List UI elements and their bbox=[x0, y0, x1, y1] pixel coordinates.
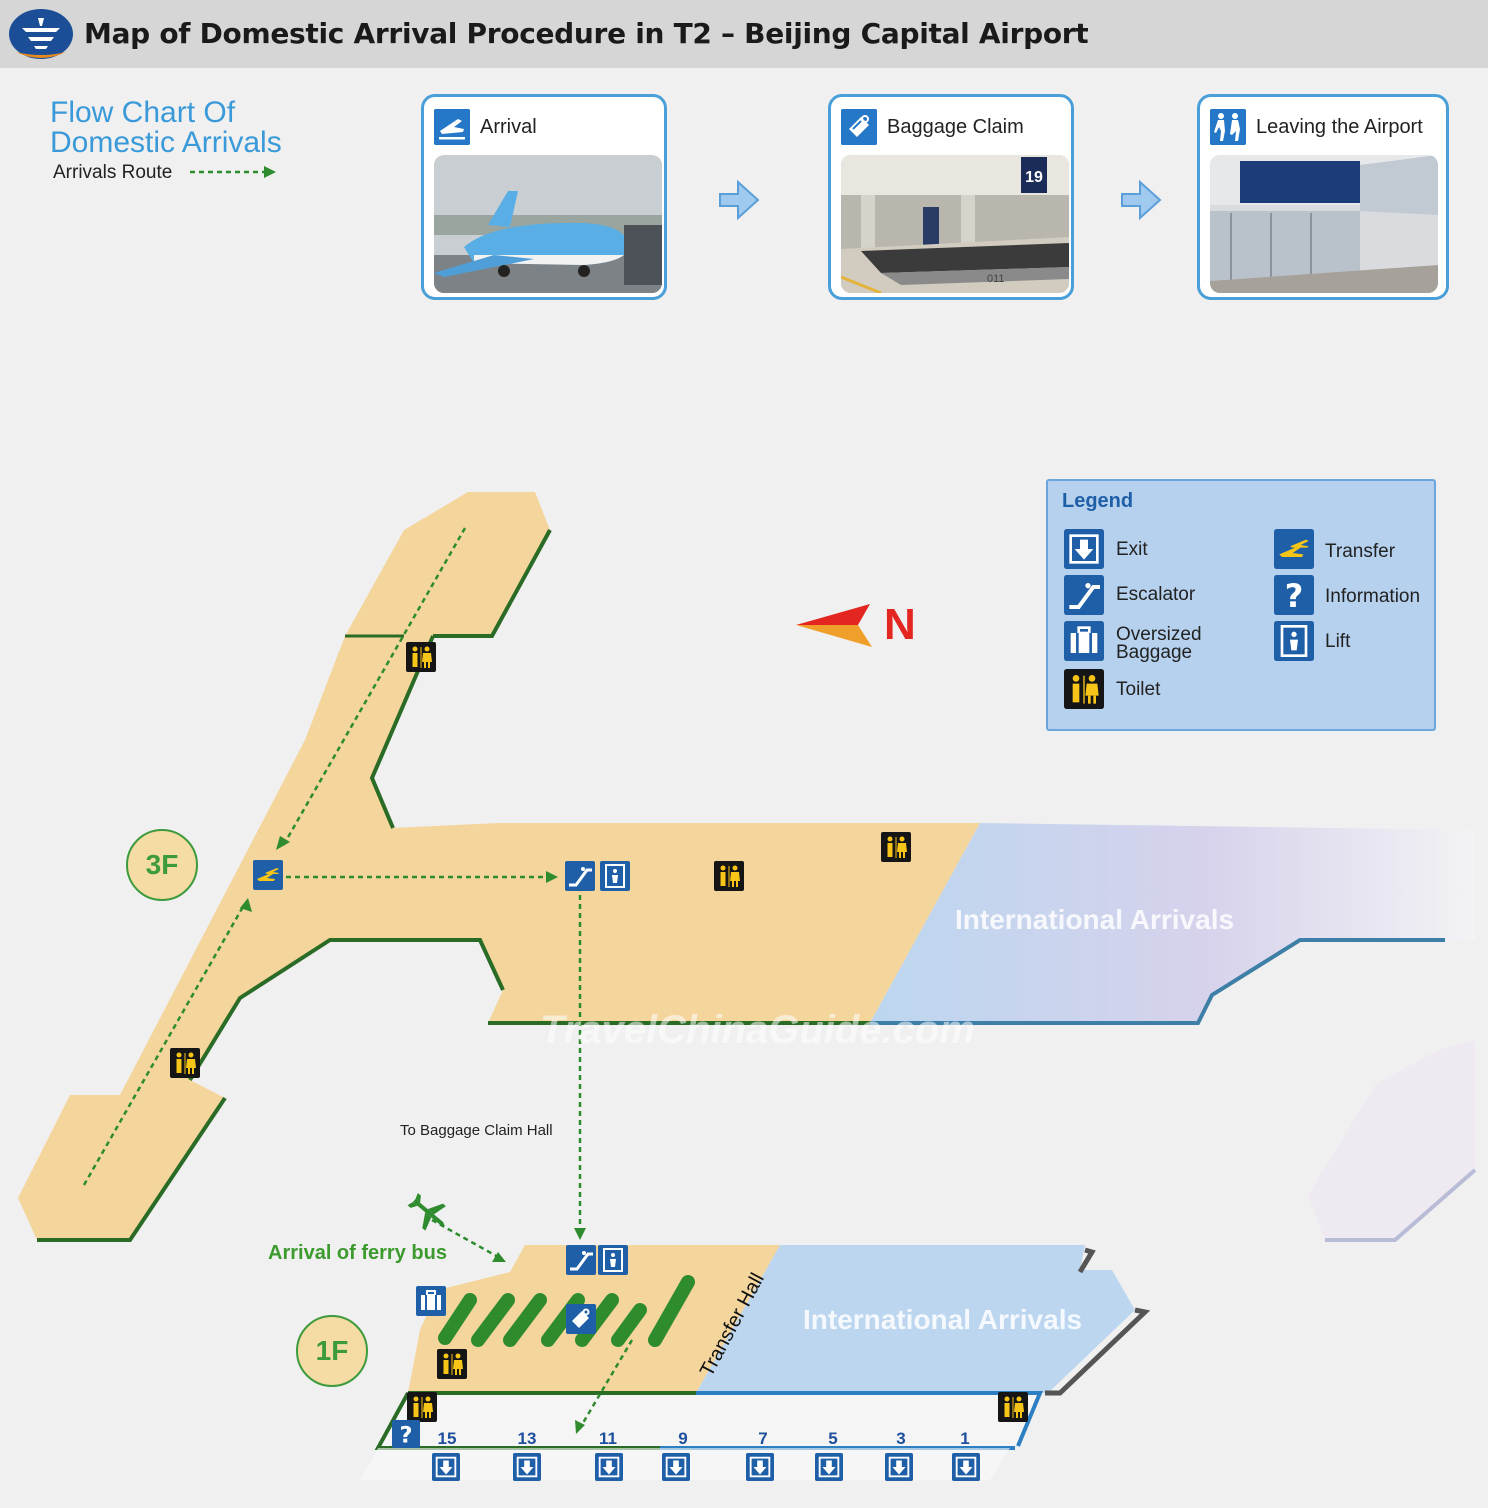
gate-number: 15 bbox=[437, 1429, 457, 1448]
flow-arrow-icon bbox=[719, 179, 760, 221]
lift-icon bbox=[600, 861, 630, 891]
header-bar: Map of Domestic Arrival Procedure in T2 … bbox=[0, 0, 1488, 68]
toilet-icon bbox=[881, 832, 911, 862]
exit-icon bbox=[885, 1453, 913, 1481]
toilet-icon bbox=[170, 1048, 200, 1078]
compass-label: N bbox=[884, 600, 916, 649]
oversized-baggage-icon bbox=[1064, 621, 1104, 661]
information-icon: ? bbox=[1274, 575, 1314, 615]
route-key-label: Arrivals Route bbox=[53, 162, 173, 183]
toilet-icon bbox=[437, 1349, 467, 1379]
transfer-icon bbox=[253, 860, 283, 890]
floor-1f-badge: 1F bbox=[296, 1315, 368, 1387]
baggage-tag-icon bbox=[841, 109, 877, 145]
3f-international-area bbox=[870, 823, 1475, 1023]
flow-step-baggage-claim: Baggage Claim 19 011 bbox=[828, 94, 1074, 300]
ferry-bus-label: Arrival of ferry bus bbox=[268, 1242, 447, 1264]
gate-number: 3 bbox=[896, 1429, 906, 1448]
toilet-icon bbox=[714, 861, 744, 891]
plane-landing-icon bbox=[434, 109, 470, 145]
people-walking-icon bbox=[1210, 109, 1246, 145]
legend-label-toilet: Toilet bbox=[1116, 679, 1161, 700]
legend-label-exit: Exit bbox=[1116, 539, 1148, 560]
gate-number: 11 bbox=[599, 1429, 617, 1448]
toilet-icon bbox=[998, 1392, 1028, 1422]
flow-step-arrival: Arrival bbox=[421, 94, 667, 300]
3f-domestic-area bbox=[18, 492, 980, 1240]
airport-logo-icon bbox=[9, 9, 73, 59]
toilet-icon bbox=[406, 642, 436, 672]
information-icon: ? bbox=[392, 1420, 420, 1448]
belt-number: 011 bbox=[987, 273, 1005, 285]
watermark: TravelChinaGuide.com bbox=[540, 1008, 975, 1052]
baggage-claim-icon bbox=[566, 1304, 596, 1334]
legend-title: Legend bbox=[1062, 490, 1134, 512]
legend-label-lift: Lift bbox=[1325, 631, 1351, 652]
exit-icon bbox=[1064, 529, 1104, 569]
svg-text:?: ? bbox=[1285, 577, 1304, 615]
route-arrowheads bbox=[240, 836, 586, 1434]
escalator-icon bbox=[1064, 575, 1104, 615]
page-title: Map of Domestic Arrival Procedure in T2 … bbox=[84, 17, 1089, 50]
toilet-icon bbox=[1064, 669, 1104, 709]
exit-icon bbox=[662, 1453, 690, 1481]
flow-chart-title-line1: Flow Chart Of bbox=[50, 96, 236, 129]
toilet-icon bbox=[407, 1392, 437, 1422]
airplane-photo bbox=[434, 155, 662, 293]
escalator-icon bbox=[565, 861, 595, 891]
gate-number: 9 bbox=[678, 1429, 688, 1448]
flow-step-leaving: Leaving the Airport bbox=[1197, 94, 1449, 300]
escalator-icon bbox=[566, 1245, 596, 1275]
lift-icon bbox=[1274, 621, 1314, 661]
flow-chart-title-line2: Domestic Arrivals bbox=[50, 126, 282, 159]
gate-number: 5 bbox=[828, 1429, 838, 1448]
route-key: Arrivals Route bbox=[53, 162, 276, 184]
carousel-number: 19 bbox=[1025, 169, 1043, 186]
exit-icon bbox=[952, 1453, 980, 1481]
exit-icon bbox=[746, 1453, 774, 1481]
legend-label-oversized-line1: Oversized bbox=[1116, 624, 1202, 645]
baggage-carousels bbox=[438, 1275, 695, 1347]
floor-3f-badge: 3F bbox=[126, 829, 198, 901]
exit-icon bbox=[513, 1453, 541, 1481]
international-arrivals-3f-label: International Arrivals bbox=[955, 904, 1235, 935]
international-arrivals-1f-label: International Arrivals bbox=[803, 1304, 1083, 1335]
exit-icon bbox=[595, 1453, 623, 1481]
gate-number: 7 bbox=[758, 1429, 768, 1448]
1f-international-area bbox=[696, 1245, 1135, 1393]
flow-step-label: Leaving the Airport bbox=[1256, 116, 1423, 138]
legend-box: Legend Exit Escalator Oversized Baggage … bbox=[1046, 479, 1436, 731]
oversized-baggage-icon bbox=[416, 1286, 446, 1316]
flow-chart-title: Flow Chart Of Domestic Arrivals bbox=[50, 98, 282, 158]
gate-number: 13 bbox=[517, 1429, 537, 1448]
legend-label-oversized: Oversized Baggage bbox=[1116, 624, 1202, 663]
legend-label-escalator: Escalator bbox=[1116, 584, 1196, 605]
legend-label-oversized-line2: Baggage bbox=[1116, 642, 1193, 663]
legend-label-information: Information bbox=[1325, 586, 1421, 607]
baggage-hall-photo: 19 011 bbox=[841, 155, 1069, 293]
3f-international-tail bbox=[1308, 1040, 1475, 1240]
lift-icon bbox=[598, 1245, 628, 1275]
arrivals-route bbox=[82, 527, 634, 1429]
gate-number: 1 bbox=[960, 1429, 970, 1448]
flow-step-label: Baggage Claim bbox=[887, 116, 1024, 138]
ferry-plane-icon bbox=[407, 1193, 446, 1231]
flow-arrow-icon bbox=[1121, 179, 1162, 221]
north-arrow-icon bbox=[796, 604, 872, 647]
to-baggage-claim-label: To Baggage Claim Hall bbox=[400, 1122, 553, 1139]
exit-hall-photo bbox=[1210, 155, 1438, 293]
exit-icon bbox=[432, 1453, 460, 1481]
exit-icon bbox=[815, 1453, 843, 1481]
1f-exit-corridor bbox=[378, 1393, 1040, 1448]
dashed-arrow-icon bbox=[190, 166, 276, 178]
flow-step-label: Arrival bbox=[480, 116, 537, 138]
svg-text:?: ? bbox=[400, 1422, 413, 1448]
legend-label-transfer: Transfer bbox=[1325, 541, 1396, 562]
transfer-icon bbox=[1274, 529, 1314, 569]
